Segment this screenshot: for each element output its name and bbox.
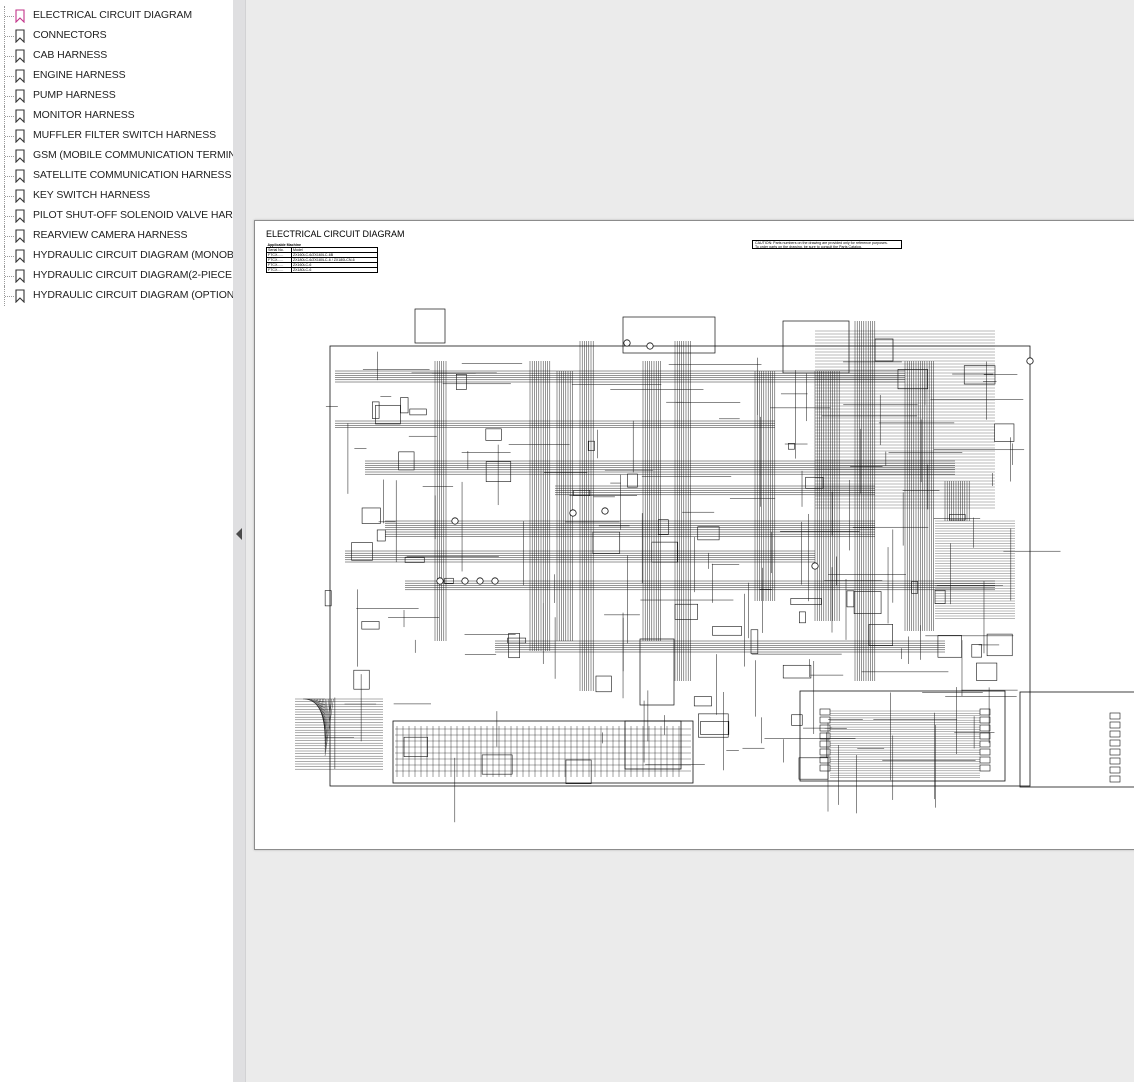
tree-connector (4, 86, 15, 106)
table-cell: ZX180LC-6 (290, 267, 379, 273)
bookmark-item[interactable]: HYDRAULIC CIRCUIT DIAGRAM (MONOBLOCK BOC (0, 246, 233, 266)
bookmark-item[interactable]: KEY SWITCH HARNESS (0, 186, 233, 206)
tree-connector (4, 266, 15, 286)
tree-connector (4, 146, 15, 166)
bookmark-icon (15, 229, 25, 243)
bookmark-label: PILOT SHUT-OFF SOLENOID VALVE HARNESS (33, 209, 233, 221)
bookmark-label: SATELLITE COMMUNICATION HARNESS (33, 169, 232, 181)
caution-note: CAUTION: Parts numbers on the drawing ar… (752, 240, 902, 249)
tree-connector (4, 226, 15, 246)
tree-connector (4, 286, 15, 306)
bookmark-item[interactable]: MONITOR HARNESS (0, 106, 233, 126)
bookmark-item[interactable]: CONNECTORS (0, 26, 233, 46)
bookmark-icon (15, 269, 25, 283)
tree-connector (4, 106, 15, 126)
bookmark-icon (15, 189, 25, 203)
bookmark-item[interactable]: ELECTRICAL CIRCUIT DIAGRAM (0, 6, 233, 26)
bookmark-label: HYDRAULIC CIRCUIT DIAGRAM (MONOBLOCK BOC (33, 249, 233, 261)
table-caption: Applicable Machine (267, 243, 302, 247)
bookmark-item[interactable]: SATELLITE COMMUNICATION HARNESS (0, 166, 233, 186)
bookmark-item[interactable]: CAB HARNESS (0, 46, 233, 66)
bookmark-item[interactable]: ENGINE HARNESS (0, 66, 233, 86)
bookmark-item[interactable]: PUMP HARNESS (0, 86, 233, 106)
bookmark-icon (15, 289, 25, 303)
page-title: ELECTRICAL CIRCUIT DIAGRAM (266, 229, 405, 239)
tree-connector (4, 46, 15, 66)
bookmark-item[interactable]: MUFFLER FILTER SWITCH HARNESS (0, 126, 233, 146)
bookmark-item[interactable]: REARVIEW CAMERA HARNESS (0, 226, 233, 246)
tree-connector (4, 186, 15, 206)
bookmark-icon (15, 209, 25, 223)
bookmark-icon (15, 129, 25, 143)
tree-connector (4, 66, 15, 86)
bookmark-item[interactable]: PILOT SHUT-OFF SOLENOID VALVE HARNESS (0, 206, 233, 226)
bookmark-label: GSM (MOBILE COMMUNICATION TERMINAL) HAR (33, 149, 233, 161)
bookmark-icon (15, 29, 25, 43)
bookmark-label: HYDRAULIC CIRCUIT DIAGRAM (OPTIONAL) (33, 289, 233, 301)
bookmark-label: HYDRAULIC CIRCUIT DIAGRAM(2-PIECE BOOM)(… (33, 269, 233, 281)
caution-line-2: To order parts on the drawing, be sure t… (755, 245, 862, 249)
table-cell: FTCX...... (266, 267, 292, 273)
bookmark-label: ELECTRICAL CIRCUIT DIAGRAM (33, 9, 193, 21)
tree-connector (4, 246, 15, 266)
tree-connector (4, 6, 15, 26)
bookmark-icon (15, 249, 25, 263)
tree-connector (4, 26, 15, 46)
tree-connector (4, 166, 15, 186)
panel-splitter[interactable] (233, 0, 246, 1082)
tree-connector (4, 206, 15, 226)
document-viewer[interactable]: ELECTRICAL CIRCUIT DIAGRAM CAUTION: Part… (246, 0, 1134, 1082)
bookmark-label: PUMP HARNESS (33, 89, 116, 101)
bookmark-label: MUFFLER FILTER SWITCH HARNESS (33, 129, 216, 141)
bookmark-icon (15, 69, 25, 83)
bookmarks-panel: ELECTRICAL CIRCUIT DIAGRAM CONNECTORS CAB … (0, 0, 233, 1082)
bookmark-label: MONITOR HARNESS (33, 109, 135, 121)
bookmark-icon (15, 89, 25, 103)
bookmark-icon (15, 9, 25, 23)
collapse-panel-icon[interactable] (236, 528, 242, 540)
bookmark-label: ENGINE HARNESS (33, 69, 126, 81)
applicable-machine-table: Applicable Machine Serial No. Model FTCX… (266, 243, 379, 273)
bookmark-icon (15, 109, 25, 123)
bookmark-label: KEY SWITCH HARNESS (33, 189, 151, 201)
bookmark-item[interactable]: HYDRAULIC CIRCUIT DIAGRAM(2-PIECE BOOM)(… (0, 266, 233, 286)
bookmark-item[interactable]: HYDRAULIC CIRCUIT DIAGRAM (OPTIONAL) (0, 286, 233, 306)
bookmark-label: REARVIEW CAMERA HARNESS (33, 229, 188, 241)
bookmark-icon (15, 169, 25, 183)
bookmark-label: CAB HARNESS (33, 49, 108, 61)
bookmark-item[interactable]: GSM (MOBILE COMMUNICATION TERMINAL) HAR (0, 146, 233, 166)
bookmark-label: CONNECTORS (33, 29, 107, 41)
tree-connector (4, 126, 15, 146)
bookmark-icon (15, 49, 25, 63)
caution-line-1: CAUTION: Parts numbers on the drawing ar… (755, 241, 888, 245)
wiring-schematic (295, 308, 1134, 823)
bookmark-icon (15, 149, 25, 163)
document-page: ELECTRICAL CIRCUIT DIAGRAM CAUTION: Part… (254, 220, 1134, 850)
